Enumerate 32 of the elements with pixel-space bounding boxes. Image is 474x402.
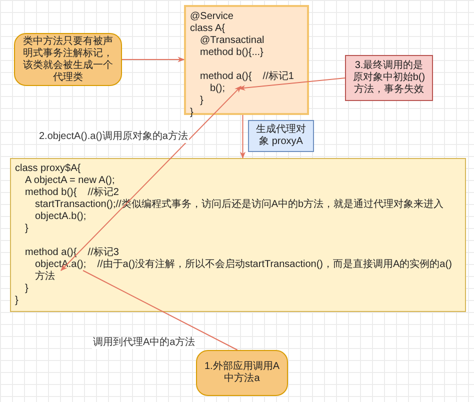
code-line: class A{ <box>190 23 226 34</box>
arrow <box>60 86 242 271</box>
note-text: 3.最终调用的是原对象中初始b()方法，事务失效 <box>352 60 426 96</box>
code-line: b(); <box>210 83 225 94</box>
code-line: } <box>15 295 18 306</box>
code-line: A objectA = new A(); <box>25 175 115 186</box>
code-line: } <box>25 223 28 234</box>
code-line: } <box>200 95 204 106</box>
code-line: objectA.b(); <box>35 211 86 222</box>
code-line: method b(){...} <box>200 47 264 58</box>
code-line: @Service <box>190 11 234 22</box>
note-text: 生成代理对象 proxyA <box>255 124 307 148</box>
arrow <box>122 56 185 62</box>
edge-label: 2.objectA().a()调用原对象的a方法 <box>38 131 189 143</box>
note-text: 类中方法只要有被声明式事务注解标记，该类就会被生成一个代理类 <box>23 36 113 84</box>
class-box <box>10 158 466 312</box>
arrow <box>238 78 346 91</box>
note-box <box>14 33 122 86</box>
connector-line <box>82 270 238 350</box>
code-line: method b(){ //标记2 <box>25 187 119 198</box>
code-line: @Transactinal <box>200 35 264 46</box>
edge-label: 调用到代理A中的a方法 <box>92 337 196 349</box>
note-box <box>345 55 433 101</box>
code-line: class proxy$A{ <box>15 163 81 174</box>
note-text: 1.外部应用调用A中方法a <box>203 361 280 385</box>
code-line: method a(){ //标记1 <box>200 71 294 82</box>
arrow <box>240 114 246 159</box>
code-line: } <box>190 107 194 118</box>
note-box <box>196 350 288 396</box>
code-line: } <box>25 283 28 294</box>
code-line: method a(){ //标记3 <box>25 247 119 258</box>
label-box <box>248 120 314 152</box>
